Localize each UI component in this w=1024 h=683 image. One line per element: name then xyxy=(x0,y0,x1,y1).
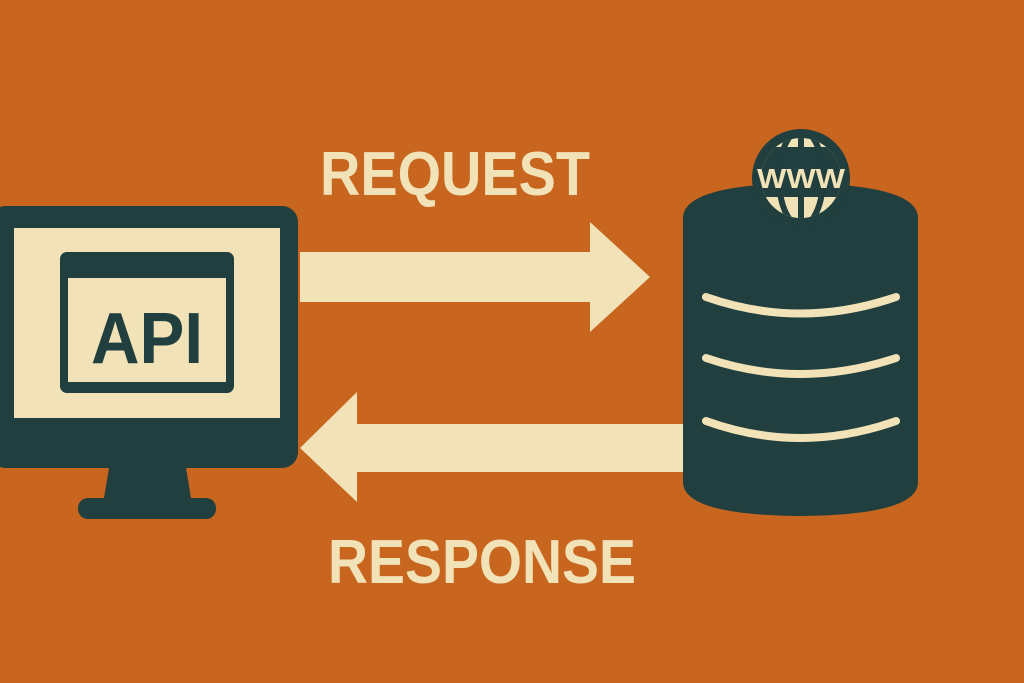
request-label: REQUEST xyxy=(320,140,590,209)
globe-icon: WWW xyxy=(752,129,850,227)
arrow-left-icon xyxy=(300,392,700,502)
arrow-right-icon xyxy=(300,222,650,332)
db-stripe xyxy=(702,293,900,318)
monitor-icon: API xyxy=(0,206,298,519)
db-stripe xyxy=(702,354,900,378)
db-stripe xyxy=(702,417,900,442)
www-label: WWW xyxy=(757,163,846,194)
database-icon xyxy=(683,183,918,516)
response-label: RESPONSE xyxy=(328,528,636,597)
api-label: API xyxy=(91,299,203,379)
